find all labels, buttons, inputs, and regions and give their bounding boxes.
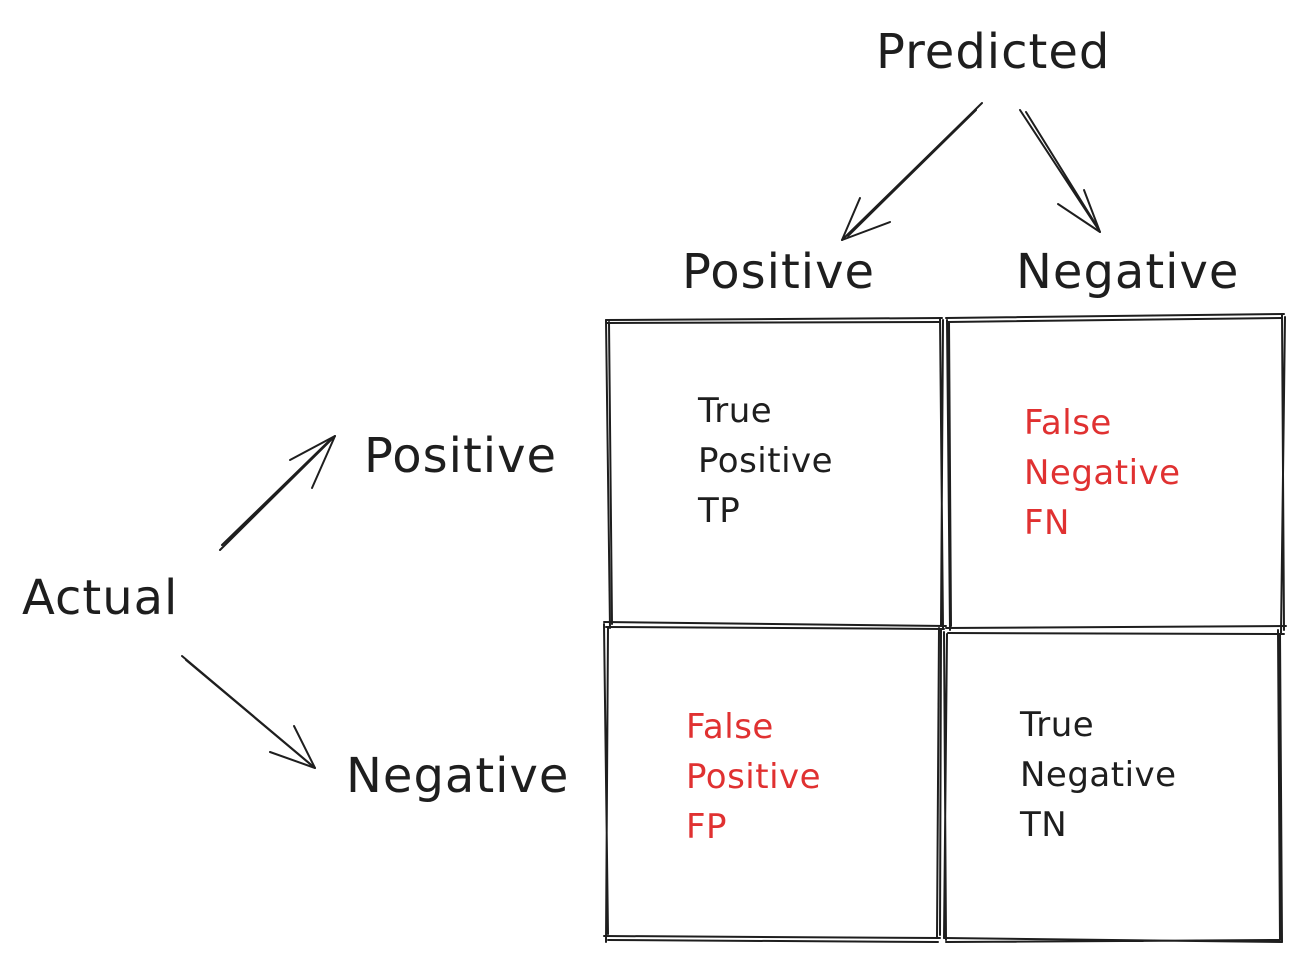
cell-tp-line-3: TP: [698, 491, 741, 531]
cell-false-negative: False Negative FN: [1024, 398, 1181, 548]
grid-middle-line: [603, 621, 1287, 635]
cell-fp-line-3: FP: [686, 807, 728, 847]
arrow-predicted-to-negative: [1019, 109, 1101, 233]
cell-tn-line-3: TN: [1020, 805, 1068, 845]
cell-fp-line-2: Positive: [686, 757, 822, 797]
column-header-negative: Negative: [1016, 244, 1240, 300]
cell-box-tn: [943, 629, 1283, 943]
cell-tn-line-2: Negative: [1020, 755, 1177, 795]
predicted-label: Predicted: [876, 24, 1111, 80]
cell-fn-line-1: False: [1024, 403, 1112, 443]
column-header-positive: Positive: [682, 244, 876, 300]
cell-tp-line-2: Positive: [698, 441, 834, 481]
cell-fn-line-2: Negative: [1024, 453, 1181, 493]
cell-box-fp: [603, 623, 942, 943]
cell-box-fn: [945, 313, 1286, 634]
cell-false-positive: False Positive FP: [686, 702, 821, 852]
row-header-negative: Negative: [346, 748, 570, 804]
cell-box-tp: [605, 317, 944, 629]
arrow-actual-to-positive: [219, 435, 336, 551]
actual-label: Actual: [22, 570, 179, 626]
row-header-positive: Positive: [364, 428, 558, 484]
arrow-actual-to-negative: [181, 655, 316, 769]
cell-fn-line-3: FN: [1024, 503, 1070, 543]
arrow-predicted-to-positive: [841, 102, 983, 241]
cell-true-negative: True Negative TN: [1020, 700, 1177, 850]
cell-fp-line-1: False: [686, 707, 774, 747]
cell-tp-line-1: True: [698, 391, 773, 431]
cell-true-positive: True Positive TP: [698, 386, 833, 536]
cell-tn-line-1: True: [1020, 705, 1095, 745]
